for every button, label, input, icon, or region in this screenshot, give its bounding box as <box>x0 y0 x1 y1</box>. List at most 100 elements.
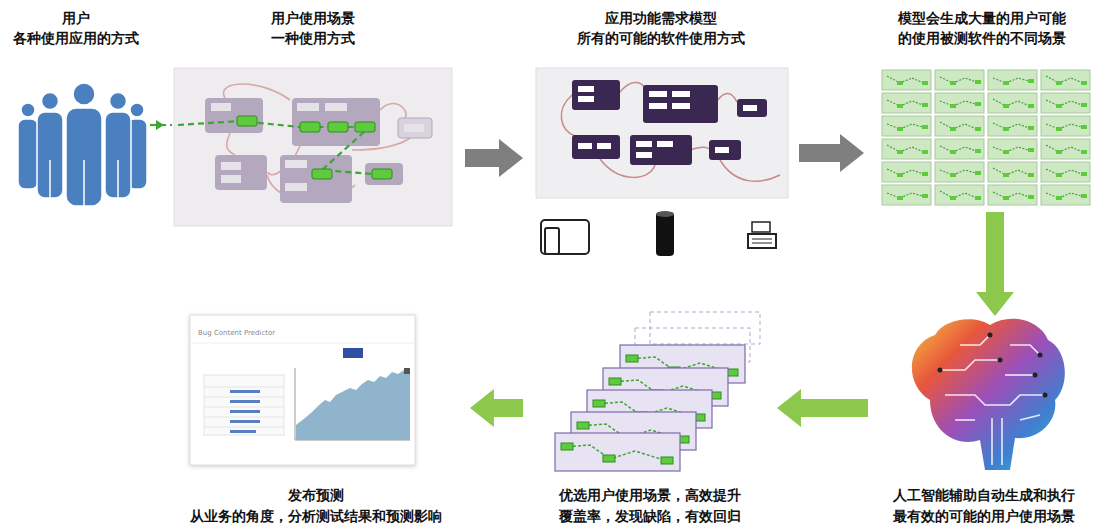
scenario-step <box>975 196 981 200</box>
scenario-thumb <box>935 185 984 205</box>
scenario-path <box>993 78 1032 83</box>
scenario-path <box>1046 193 1085 198</box>
scenario-path <box>940 122 979 130</box>
scenario-step <box>975 149 981 153</box>
requirement-model-screenshot <box>536 68 788 256</box>
scenario-path <box>1046 124 1085 129</box>
scenario-step <box>922 81 928 85</box>
stage-title: 用户 <box>3 8 149 28</box>
scenario-path <box>940 77 979 83</box>
scenario-thumb <box>1041 70 1090 90</box>
scenario-step <box>1081 194 1087 198</box>
scenario-step <box>922 194 928 198</box>
scenario-step <box>950 150 956 154</box>
stage-title: 应用功能需求模型 <box>527 8 795 28</box>
stage-subtitle: 覆盖率，发现缺陷，有效回归 <box>527 506 773 526</box>
block-arrow <box>777 389 868 427</box>
scenario-step <box>975 171 981 175</box>
scenario-path <box>887 145 926 153</box>
block-arrow <box>976 212 1014 316</box>
stage-caption: 应用功能需求模型所有的可能的软件使用方式 <box>527 8 795 49</box>
stage-subtitle: 从业务的角度，分析测试结果和预测影响 <box>165 506 466 526</box>
scenario-step <box>1081 81 1087 85</box>
scenario-path <box>993 99 1032 107</box>
scenario-step <box>922 103 928 107</box>
flow-arrow <box>976 212 1014 316</box>
scenario-step <box>975 127 981 131</box>
scenario-step <box>922 172 928 176</box>
stage-box: 用户使用场景一种使用方式 <box>165 8 461 228</box>
scenario-thumb <box>882 162 931 182</box>
scenario-path <box>1046 145 1085 153</box>
scenario-step <box>897 81 903 85</box>
scenario-path <box>887 193 926 198</box>
scenario-path <box>887 169 926 175</box>
scenario-card <box>555 433 680 471</box>
device-icons <box>541 211 776 256</box>
scenario-path <box>940 170 979 175</box>
scenario-step <box>561 443 573 450</box>
flow-arrow <box>799 134 864 172</box>
flow-arrow <box>150 120 164 130</box>
scenario-step <box>1081 125 1087 129</box>
scenario-thumb <box>1041 116 1090 136</box>
scenario-thumb <box>1041 139 1090 159</box>
scenario-step <box>1028 173 1034 177</box>
scenario-path <box>993 123 1032 129</box>
scenario-step <box>1028 79 1034 83</box>
scenario-step <box>609 378 621 385</box>
scenario-step <box>950 81 956 85</box>
scenario-step <box>1003 127 1009 131</box>
prediction-chart <box>190 315 415 465</box>
scenario-thumb <box>935 93 984 113</box>
stage-subtitle: 各种使用应用的方式 <box>3 28 149 48</box>
stage-title: 发布预测 <box>165 485 466 505</box>
scenario-path <box>1046 100 1085 106</box>
stage-box: 用户各种使用应用的方式 <box>3 8 149 208</box>
scenario-step <box>975 102 981 106</box>
scenario-step <box>1081 150 1087 154</box>
flow-arrow <box>470 389 523 427</box>
stage-title: 优选用户使用场景，高效提升 <box>527 485 773 505</box>
stage-title: 模型会生成大量的用户可能 <box>868 8 1096 28</box>
ai-brain <box>912 319 1065 470</box>
arrow-head <box>156 120 164 130</box>
scenario-step <box>897 196 903 200</box>
scenario-step <box>950 127 956 131</box>
scenario-step <box>603 455 615 462</box>
scenario-step <box>922 125 928 129</box>
scenario-step <box>1081 172 1087 176</box>
scenario-thumb <box>935 116 984 136</box>
scenario-step <box>1056 127 1062 131</box>
stage-caption: 用户使用场景一种使用方式 <box>165 8 461 49</box>
scenario-thumb <box>882 139 931 159</box>
flow-arrow <box>465 139 523 177</box>
scenario-path <box>940 101 979 106</box>
scenario-path <box>940 191 979 199</box>
scenario-path <box>1046 169 1085 175</box>
stage-subtitle: 所有的可能的软件使用方式 <box>527 28 795 48</box>
scenario-step <box>1081 103 1087 107</box>
block-arrow <box>799 134 864 172</box>
stage-caption: 模型会生成大量的用户可能的使用被测软件的不同场景 <box>868 8 1096 49</box>
scenario-step <box>1056 150 1062 154</box>
scenario-step <box>1003 81 1009 85</box>
scenario-thumb <box>988 185 1037 205</box>
stage-caption: 人工智能辅助自动生成和执行最有效的可能的用户使用场景 <box>872 485 1096 526</box>
scenario-path <box>563 445 667 461</box>
stage-box: 优选用户使用场景，高效提升覆盖率，发现缺陷，有效回归 <box>527 305 773 526</box>
scenario-thumb <box>882 70 931 90</box>
scenario-step <box>950 196 956 200</box>
scenario-path <box>993 147 1032 152</box>
selected-scenario-cards <box>555 312 760 471</box>
stage-subtitle: 一种使用方式 <box>165 28 461 48</box>
scenario-thumb <box>882 93 931 113</box>
scenario-thumb <box>882 185 931 205</box>
stage-caption: 发布预测从业务的角度，分析测试结果和预测影响 <box>165 485 466 526</box>
scenario-step <box>1056 81 1062 85</box>
scenario-step <box>897 127 903 131</box>
block-arrow <box>465 139 523 177</box>
stage-title: 人工智能辅助自动生成和执行 <box>872 485 1096 505</box>
scenario-step <box>593 400 605 407</box>
